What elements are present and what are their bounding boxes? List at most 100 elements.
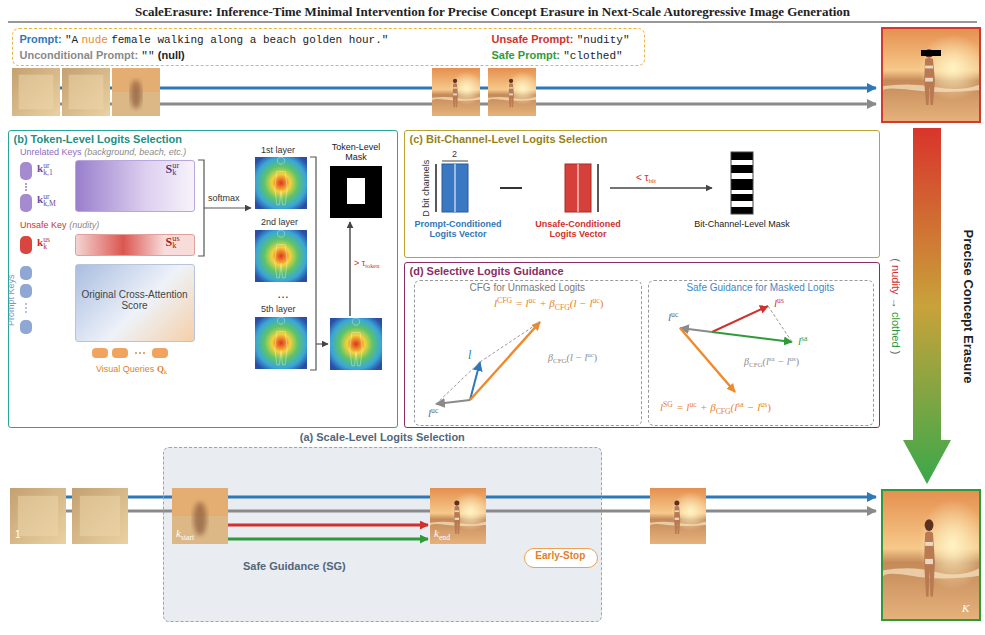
text-label: lCFG= luc+ βCFG(l − luc) bbox=[494, 297, 603, 310]
token-selection bbox=[198, 157, 382, 370]
text-label: lSG= luc+ βCFG(lsa− lus) bbox=[660, 401, 771, 414]
text-part: Q bbox=[157, 364, 164, 374]
text-part: (l − l bbox=[567, 352, 588, 363]
rect-shape bbox=[20, 320, 32, 334]
text-part: ) bbox=[889, 351, 901, 355]
text-part: uc bbox=[529, 296, 536, 305]
text-part: Prompt-Conditioned Logits Vector bbox=[415, 219, 502, 239]
bit-selection bbox=[436, 152, 753, 214]
use-shape bbox=[112, 68, 160, 116]
text-label: (c) Bit-Channel-Level Logits Selection bbox=[410, 133, 608, 146]
text-label: lus bbox=[774, 297, 784, 310]
text-part: uc bbox=[592, 296, 599, 305]
text-part: (nudity) bbox=[69, 220, 99, 230]
text-part: uc bbox=[671, 310, 678, 319]
text-label: 5th layer bbox=[261, 304, 296, 314]
text-part: + β bbox=[700, 401, 716, 413]
text-part: us bbox=[790, 355, 796, 363]
text-part: l bbox=[468, 348, 471, 362]
text-label: Prompt Keys bbox=[6, 274, 16, 326]
text-part: CFG bbox=[749, 361, 763, 369]
text-part: Unsafe Prompt: bbox=[492, 33, 574, 45]
stop-badge: Early-Stop bbox=[524, 548, 598, 568]
text-part: token bbox=[365, 262, 379, 269]
score-box: Original Cross-Attention Score bbox=[75, 264, 195, 342]
text-label: luc bbox=[668, 311, 678, 324]
text-label: βCFG(l − luc) bbox=[548, 352, 597, 364]
text-label: kk,Mur bbox=[37, 193, 50, 206]
text-part: S bbox=[166, 235, 173, 249]
text-label: luc bbox=[428, 407, 438, 420]
line-shape bbox=[200, 538, 428, 541]
text-label: Safe Guidance for Masked Logits bbox=[647, 282, 873, 294]
line-shape bbox=[470, 322, 540, 400]
text-part: nudity bbox=[889, 265, 901, 294]
text-part: = l bbox=[515, 297, 528, 309]
text-part: ) bbox=[767, 401, 771, 413]
text-label: < τbit bbox=[636, 172, 656, 184]
text-label: Unsafe Prompt:"nudity" bbox=[492, 33, 630, 47]
text-label: softmax bbox=[208, 193, 240, 203]
polygon-shape bbox=[903, 128, 951, 484]
panel: (b) Token-Level Logits SelectionSkurSkus… bbox=[8, 130, 398, 428]
text-part: ) bbox=[796, 356, 799, 367]
text-label: Skur bbox=[166, 163, 180, 177]
text-part: bit bbox=[649, 177, 656, 185]
text-part: CFG bbox=[553, 357, 567, 365]
text-part: sa bbox=[769, 355, 775, 363]
text-part: us bbox=[172, 234, 179, 243]
text-label: 2 bbox=[452, 149, 457, 159]
rect-shape bbox=[92, 348, 108, 358]
line-shape bbox=[436, 362, 480, 404]
text-part: "" bbox=[141, 50, 154, 62]
text-part: l bbox=[660, 401, 663, 413]
use-shape bbox=[882, 490, 980, 620]
text-part: l bbox=[668, 311, 671, 323]
text-part: + β bbox=[539, 297, 555, 309]
path-shape bbox=[198, 160, 204, 256]
text-part: Unsafe-Conditioned Logits Vector bbox=[535, 219, 621, 239]
use-shape bbox=[255, 157, 307, 209]
text-label: Token-Level Mask bbox=[320, 142, 392, 163]
text-part: (l − l bbox=[570, 297, 593, 309]
text-label: kk,1ur bbox=[37, 162, 50, 175]
text-label: > τtoken bbox=[354, 258, 379, 268]
text-label: kend bbox=[434, 527, 450, 540]
text-part: (background, beach, etc.) bbox=[84, 147, 186, 157]
text-part: l bbox=[798, 335, 801, 347]
line-shape bbox=[204, 207, 251, 208]
line-shape bbox=[500, 187, 522, 189]
use-shape bbox=[255, 230, 307, 282]
sg-vectors bbox=[680, 306, 792, 392]
text-part: ( bbox=[889, 258, 901, 262]
text-part: uc bbox=[689, 400, 696, 409]
text-part: (null) bbox=[158, 49, 185, 61]
text-part: "clothed" bbox=[563, 50, 622, 62]
rect-shape bbox=[112, 348, 128, 358]
figure-title: ScaleErasure: Inference-Time Minimal Int… bbox=[0, 4, 985, 20]
text-part: ur bbox=[43, 161, 49, 170]
text-part: Unconditional Prompt: bbox=[20, 49, 139, 61]
use-shape bbox=[432, 68, 480, 116]
text-part: Safe Guidance (SG) bbox=[243, 560, 346, 572]
text-label: 1 bbox=[15, 529, 21, 541]
text-part: Visual Queries bbox=[96, 364, 154, 374]
text-label: D bit channels bbox=[422, 159, 432, 216]
text-part: l bbox=[774, 297, 777, 309]
text-part: < τ bbox=[636, 172, 649, 183]
line-shape bbox=[442, 161, 468, 162]
circle-shape bbox=[143, 352, 145, 354]
rect-shape bbox=[20, 236, 32, 254]
line-shape bbox=[435, 164, 437, 212]
rect-shape bbox=[20, 266, 32, 280]
line-shape bbox=[316, 343, 328, 344]
rect-shape bbox=[347, 178, 365, 204]
text-part: female walking along a beach golden hour… bbox=[111, 34, 388, 46]
text-label: K bbox=[962, 602, 969, 615]
text-part: 1 bbox=[15, 529, 21, 540]
text-part: Safe Prompt: bbox=[492, 49, 560, 61]
line-shape bbox=[768, 306, 792, 342]
rect-shape bbox=[152, 348, 168, 358]
text-part: Precise Concept Erasure bbox=[961, 229, 976, 383]
use-shape bbox=[172, 488, 228, 544]
